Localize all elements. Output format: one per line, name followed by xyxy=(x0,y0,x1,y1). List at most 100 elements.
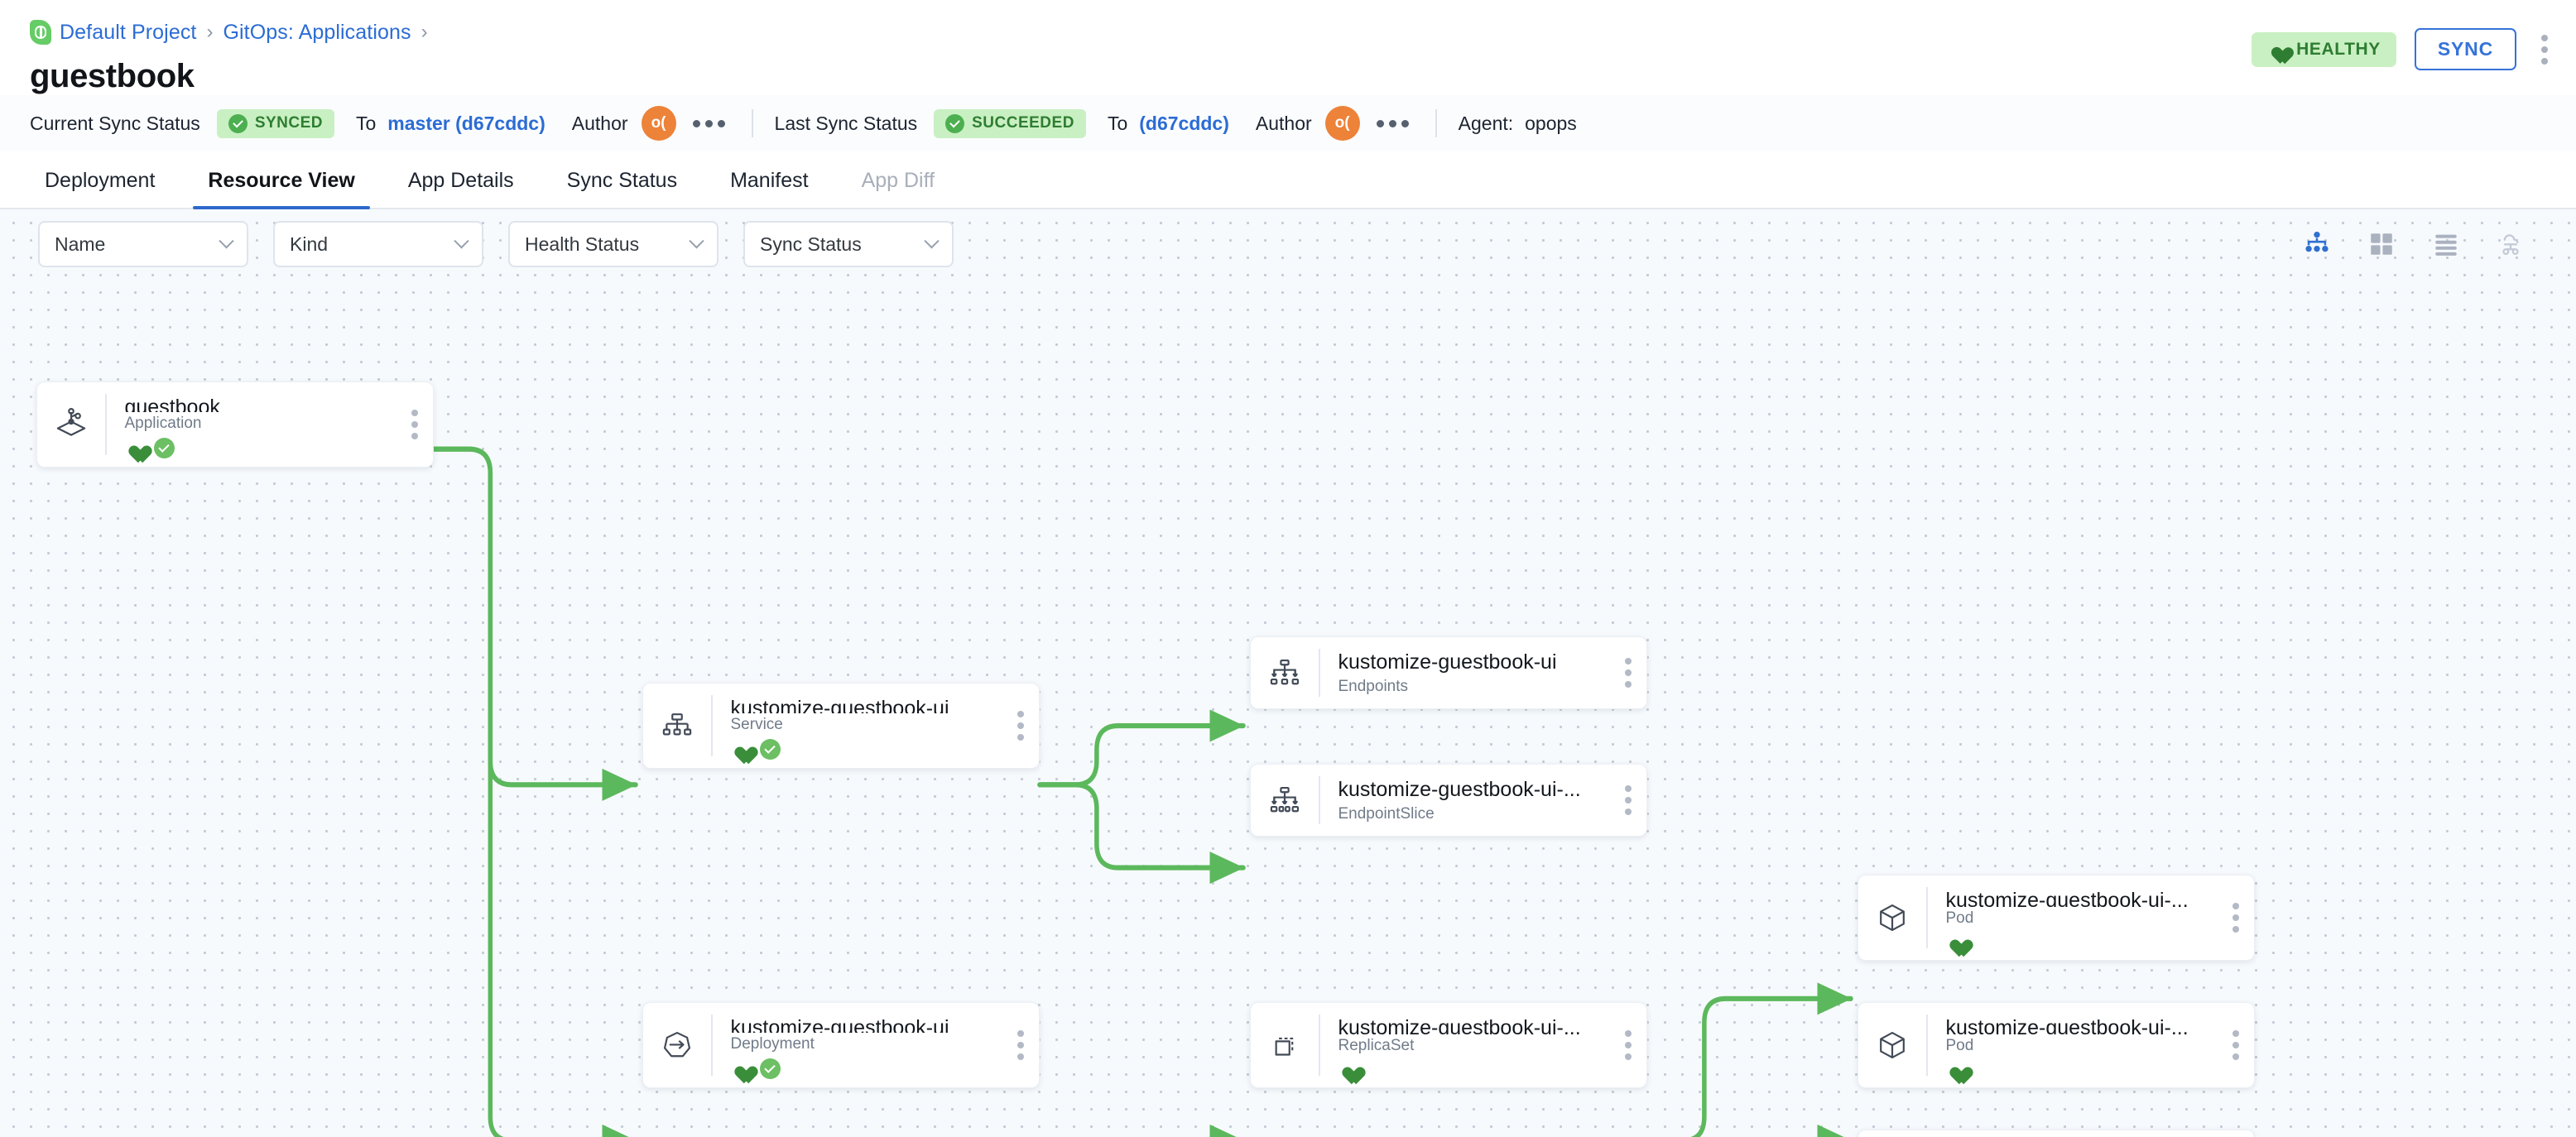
tab-deployment[interactable]: Deployment xyxy=(45,169,156,192)
node-body: kustomize-guestbook-ui-... Pod xyxy=(1928,876,2228,960)
filter-select-kind[interactable]: Kind xyxy=(273,221,483,267)
graph-node-pod[interactable]: kustomize-guestbook-ui-...Pod xyxy=(1858,1002,2255,1088)
tab-manifest[interactable]: Manifest xyxy=(730,169,809,192)
tab-resource-view[interactable]: Resource View xyxy=(193,169,371,209)
node-kind: Service xyxy=(730,716,783,733)
health-status-label: HEALTHY xyxy=(2296,39,2381,59)
last-to-label: To xyxy=(1107,112,1128,134)
breadcrumb: Default Project › GitOps: Applications › xyxy=(30,18,2546,46)
filter-label: Health Status xyxy=(525,233,640,255)
graph-node-endpointslice[interactable]: kustomize-guestbook-ui-...EndpointSlice xyxy=(1250,764,1647,837)
check-circle-icon xyxy=(759,739,781,760)
node-name: kustomize-guestbook-ui-... xyxy=(1945,889,2189,907)
tab-app-details[interactable]: App Details xyxy=(407,169,514,192)
node-name: guestbook xyxy=(124,396,220,412)
node-more-options-icon[interactable] xyxy=(1620,637,1646,708)
tab-sync-status[interactable]: Sync Status xyxy=(566,169,678,192)
more-options-icon[interactable] xyxy=(2535,30,2554,70)
filter-select-sync-status[interactable]: Sync Status xyxy=(743,221,954,267)
deployment-icon xyxy=(643,1003,711,1087)
node-name: kustomize-guestbook-ui xyxy=(730,697,949,713)
node-body: kustomize-guestbook-ui-...Pod xyxy=(1928,1003,2228,1087)
node-divider xyxy=(1926,887,1928,948)
graph-node-pod[interactable]: kustomize-guestbook-ui-... Pod xyxy=(1858,875,2255,961)
node-name: kustomize-guestbook-ui xyxy=(730,1016,949,1033)
current-sync-status-chip: SYNCED xyxy=(216,108,334,138)
graph-node-replicaset[interactable]: kustomize-guestbook-ui-...ReplicaSet xyxy=(1250,1002,1647,1088)
node-name: kustomize-guestbook-ui-... xyxy=(1945,1016,2189,1034)
node-status-icons xyxy=(731,739,1007,760)
node-kind: Pod xyxy=(1945,909,1974,927)
agent-label: Agent: xyxy=(1458,112,1514,134)
node-more-options-icon[interactable] xyxy=(2228,876,2254,960)
node-more-options-icon[interactable] xyxy=(1012,1003,1039,1087)
tree-view-icon[interactable] xyxy=(2303,230,2331,258)
node-more-options-icon[interactable] xyxy=(1012,684,1039,768)
grid-view-icon[interactable] xyxy=(2367,230,2396,258)
node-more-options-icon[interactable] xyxy=(1620,765,1646,836)
last-sync-status-chip-label: SUCCEEDED xyxy=(972,114,1074,132)
filter-label: Sync Status xyxy=(760,233,862,255)
node-name: kustomize-guestbook-ui-... xyxy=(1338,1016,1581,1034)
project-shield-icon xyxy=(30,20,51,45)
filter-select-health-status[interactable]: Health Status xyxy=(508,221,718,267)
heart-icon xyxy=(1946,1060,1967,1079)
node-more-options-icon[interactable] xyxy=(2228,1003,2254,1087)
node-kind: Deployment xyxy=(730,1035,815,1053)
endpointslice-icon xyxy=(1251,765,1319,836)
node-kind: EndpointSlice xyxy=(1338,804,1435,823)
current-sync-status-chip-label: SYNCED xyxy=(254,114,323,132)
check-circle-icon xyxy=(228,113,248,133)
agent-value: opops xyxy=(1525,112,1577,134)
view-mode-group xyxy=(2303,230,2538,258)
breadcrumb-item-gitops-applications[interactable]: GitOps: Applications xyxy=(223,20,411,44)
chevron-down-icon xyxy=(454,233,469,248)
heart-icon xyxy=(125,439,146,458)
last-author-more-icon[interactable] xyxy=(1372,113,1414,134)
service-icon xyxy=(643,684,711,768)
current-author-more-icon[interactable] xyxy=(688,113,730,134)
health-status-badge: HEALTHY xyxy=(2252,31,2396,67)
node-divider xyxy=(711,695,713,756)
chevron-down-icon xyxy=(924,233,940,248)
node-kind: Endpoints xyxy=(1338,677,1409,695)
graph-node-pod[interactable]: kustomize-guestbook-ui-...Pod xyxy=(1858,1130,2255,1137)
node-status-icons xyxy=(1946,933,2222,952)
sync-status-bar: Current Sync Status SYNCED To master (d6… xyxy=(0,95,2576,151)
node-more-options-icon[interactable] xyxy=(2228,1130,2254,1137)
node-divider xyxy=(711,1015,713,1076)
node-body: kustomize-guestbook-ui-...EndpointSlice xyxy=(1320,765,1621,836)
last-author-avatar[interactable]: o( xyxy=(1324,106,1360,141)
network-topology-icon[interactable] xyxy=(2497,230,2525,258)
node-more-options-icon[interactable] xyxy=(406,382,433,467)
last-revision-link[interactable]: (d67cddc) xyxy=(1139,112,1229,134)
heart-icon xyxy=(1338,1060,1359,1079)
node-divider xyxy=(1926,1015,1928,1076)
current-sync-status-label: Current Sync Status xyxy=(30,112,200,134)
node-divider xyxy=(105,394,107,455)
sync-button[interactable]: SYNC xyxy=(2414,28,2516,70)
node-body: kustomize-guestbook-ui-...Pod xyxy=(1928,1130,2228,1137)
current-author-avatar[interactable]: o( xyxy=(641,106,676,141)
tab-bar: Deployment Resource View App Details Sync S… xyxy=(0,151,2576,209)
filter-select-name[interactable]: Name xyxy=(38,221,248,267)
header-actions: HEALTHY SYNC xyxy=(2252,28,2554,70)
chevron-down-icon xyxy=(219,233,234,248)
breadcrumb-item-default-project[interactable]: Default Project xyxy=(60,20,197,44)
node-kind: Application xyxy=(124,415,202,432)
list-view-icon[interactable] xyxy=(2432,230,2460,258)
current-revision-link[interactable]: master (d67cddc) xyxy=(387,112,545,134)
node-divider xyxy=(1319,1015,1320,1076)
node-divider xyxy=(1319,776,1320,824)
node-more-options-icon[interactable] xyxy=(1620,1003,1646,1087)
status-divider-2 xyxy=(1435,109,1437,137)
node-name: kustomize-guestbook-ui xyxy=(1338,650,1557,674)
resource-graph-canvas[interactable]: Name Kind Health Status Sync Status xyxy=(0,209,2576,1137)
